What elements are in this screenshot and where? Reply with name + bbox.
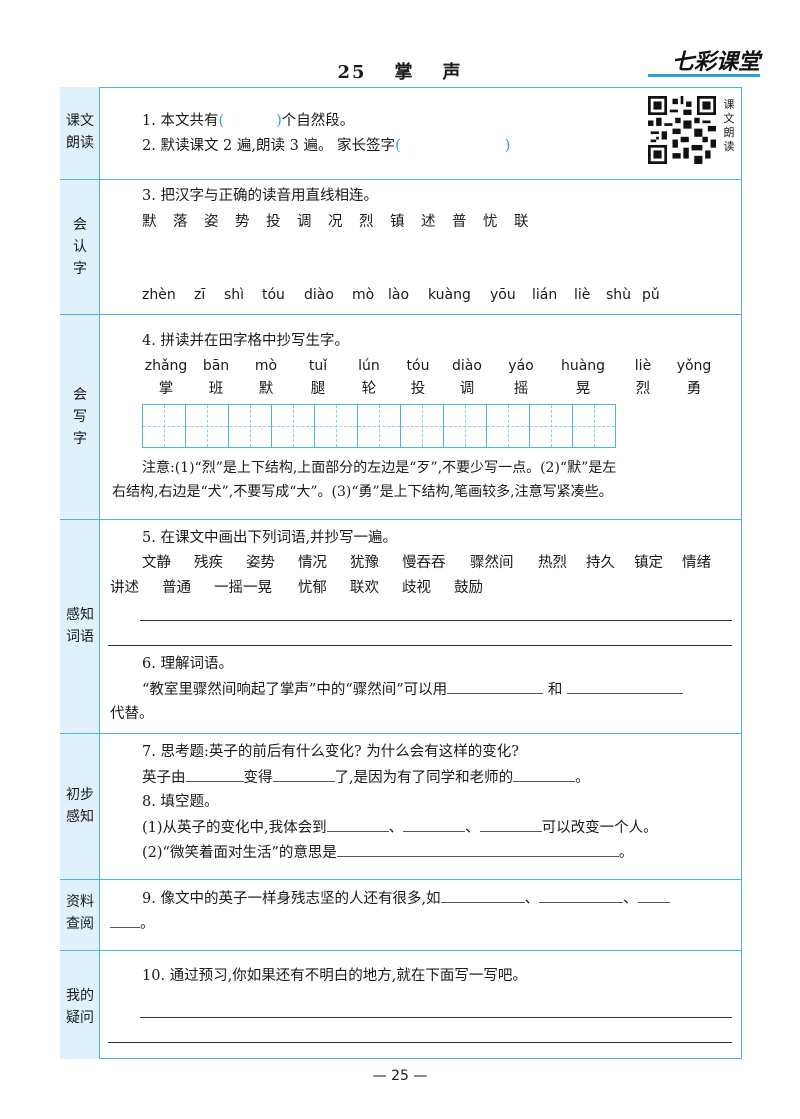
- section-label-recognize-chars: 会认字: [73, 217, 87, 277]
- answer-blank[interactable]: [224, 111, 276, 125]
- writing-line[interactable]: [108, 1042, 732, 1043]
- section-label-research: 资料查阅: [66, 894, 94, 932]
- section-label-questions: 我的疑问: [66, 988, 94, 1026]
- question-3: 3. 把汉字与正确的读音用直线相连。: [142, 188, 378, 204]
- answer-blank[interactable]: [403, 817, 466, 832]
- writing-line[interactable]: [140, 620, 732, 621]
- answer-blank[interactable]: [447, 679, 544, 694]
- divider: [60, 879, 742, 880]
- q4-note-line-2: 右结构,右边是“犬”,不要写成“大”。(3)“勇”是上下结构,笔画较多,注意写紧…: [112, 484, 613, 500]
- qr-label: 课文朗读: [723, 98, 735, 153]
- section-label-comprehension: 初步感知: [66, 787, 94, 825]
- question-2: 2. 默读课文 2 遍,朗读 3 遍。 家长签字(): [142, 136, 511, 154]
- question-1: 1. 本文共有()个自然段。: [142, 111, 355, 129]
- section-label-read-aloud: 课文朗读: [66, 113, 94, 151]
- page-number: — 25 —: [372, 1068, 428, 1084]
- answer-blank[interactable]: [326, 817, 389, 832]
- section-label-write-chars: 会写字: [73, 387, 87, 447]
- question-7: 7. 思考题:英子的前后有什么变化? 为什么会有这样的变化?: [142, 744, 519, 760]
- answer-blank[interactable]: [272, 767, 335, 782]
- question-6-end: 代替。: [110, 706, 154, 722]
- q4-note-line-1: 注意:(1)“烈”是上下结构,上面部分的左边是“歹”,不要少写一点。(2)“默”…: [142, 460, 617, 476]
- divider: [60, 519, 742, 520]
- divider: [60, 950, 742, 951]
- divider: [60, 179, 742, 180]
- answer-blank[interactable]: [479, 817, 542, 832]
- question-4: 4. 拼读并在田字格中抄写生字。: [142, 333, 349, 349]
- answer-blank[interactable]: [440, 888, 525, 903]
- word-list-row-1: 文静残疾姿势情况犹豫慢吞吞骤然间热烈持久镇定情绪: [142, 555, 711, 571]
- question-8-line-2: (2)“微笑着面对生活”的意思是。: [142, 842, 633, 863]
- qr-code-icon[interactable]: [648, 96, 716, 164]
- tianzige-grid[interactable]: [142, 404, 616, 448]
- signature-blank[interactable]: [401, 136, 505, 150]
- question-9-end: 。: [110, 913, 155, 934]
- char-row: 默落姿势投调况烈镇述普忧联: [142, 214, 529, 230]
- question-7-line: 英子由变得了,是因为有了同学和老师的。: [142, 767, 590, 788]
- writing-line[interactable]: [108, 645, 732, 646]
- question-8-line-1: (1)从英子的变化中,我体会到、、可以改变一个人。: [142, 817, 658, 838]
- section-label-column: [60, 87, 100, 1059]
- answer-blank[interactable]: [539, 888, 624, 903]
- answer-blank[interactable]: [336, 842, 619, 857]
- brand-logo: 七彩课堂: [671, 50, 760, 75]
- divider: [60, 314, 742, 315]
- question-8: 8. 填空题。: [142, 794, 219, 810]
- answer-blank[interactable]: [110, 913, 140, 928]
- word-list-row-2: 讲述普通一摇一晃忧郁联欢歧视鼓励: [110, 580, 483, 596]
- question-9: 9. 像文中的英子一样身残志坚的人还有很多,如、、: [142, 888, 670, 909]
- section-label-words: 感知词语: [66, 607, 94, 645]
- answer-blank[interactable]: [637, 888, 670, 903]
- answer-blank[interactable]: [513, 767, 576, 782]
- question-10: 10. 通过预习,你如果还有不明白的地方,就在下面写一写吧。: [142, 968, 527, 984]
- answer-blank[interactable]: [185, 767, 244, 782]
- worksheet-frame: [60, 87, 742, 1059]
- question-6-line: “教室里骤然间响起了掌声”中的“骤然间”可以用和: [142, 679, 684, 700]
- answer-blank[interactable]: [567, 679, 684, 694]
- writing-line[interactable]: [140, 1017, 732, 1018]
- question-5: 5. 在课文中画出下列词语,并抄写一遍。: [142, 530, 398, 546]
- brand-underline: [648, 74, 760, 77]
- divider: [60, 733, 742, 734]
- question-6: 6. 理解词语。: [142, 656, 233, 672]
